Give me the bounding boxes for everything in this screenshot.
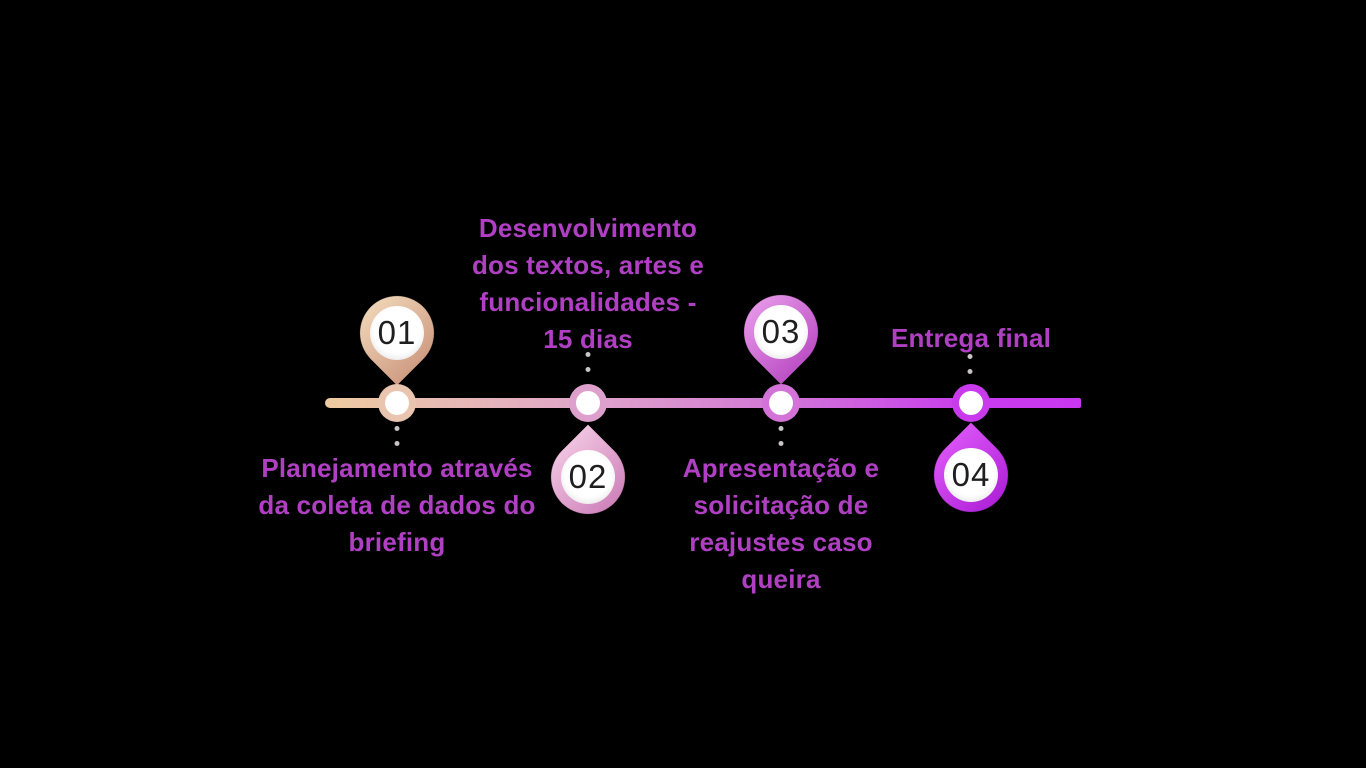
step-03-label-line: Apresentação e: [682, 453, 880, 483]
step-02-label: Desenvolvimento dos textos, artes e func…: [472, 210, 704, 358]
pin-marker-01: 01: [344, 280, 450, 386]
step-01-label: Planejamento através da coleta de dados …: [258, 450, 535, 561]
step-03-label-line: solicitação de: [693, 490, 869, 520]
pin-02-number: 02: [561, 450, 615, 504]
pin-03-number: 03: [754, 305, 808, 359]
step-01-label-line: da coleta de dados do: [258, 490, 536, 520]
dotted-connector-04: [967, 354, 973, 374]
connector-dot: [967, 369, 973, 374]
step-04-label: Entrega final: [891, 320, 1051, 357]
timeline-node-02: [569, 384, 607, 422]
connector-dot: [585, 352, 591, 357]
connector-dot: [967, 354, 973, 359]
step-02-label-line: Desenvolvimento: [478, 213, 698, 243]
connector-dot: [778, 441, 784, 446]
connector-dot: [585, 367, 591, 372]
pin-01-number: 01: [370, 306, 424, 360]
timeline-node-03: [762, 384, 800, 422]
dotted-connector-02: [585, 352, 591, 372]
step-01-label-line: briefing: [348, 527, 446, 557]
dotted-connector-03: [778, 426, 784, 446]
step-02-label-line: 15 dias: [543, 324, 633, 354]
pin-marker-03: 03: [728, 279, 834, 385]
timeline-node-01: [378, 384, 416, 422]
pin-marker-02: 02: [535, 424, 641, 530]
step-03-label: Apresentação e solicitação de reajustes …: [683, 450, 879, 598]
step-03-label-line: reajustes caso: [689, 527, 873, 557]
pin-marker-04: 04: [918, 422, 1024, 528]
connector-dot: [394, 441, 400, 446]
step-02-label-line: funcionalidades -: [479, 287, 697, 317]
pin-04-number: 04: [944, 448, 998, 502]
dotted-connector-01: [394, 426, 400, 446]
step-02-label-line: dos textos, artes e: [471, 250, 705, 280]
step-01-label-line: Planejamento através: [261, 453, 533, 483]
step-03-label-line: queira: [741, 564, 821, 594]
timeline-line: [325, 398, 1081, 408]
connector-dot: [394, 426, 400, 431]
connector-dot: [778, 426, 784, 431]
timeline-node-04: [952, 384, 990, 422]
step-04-label-line: Entrega final: [890, 323, 1052, 353]
